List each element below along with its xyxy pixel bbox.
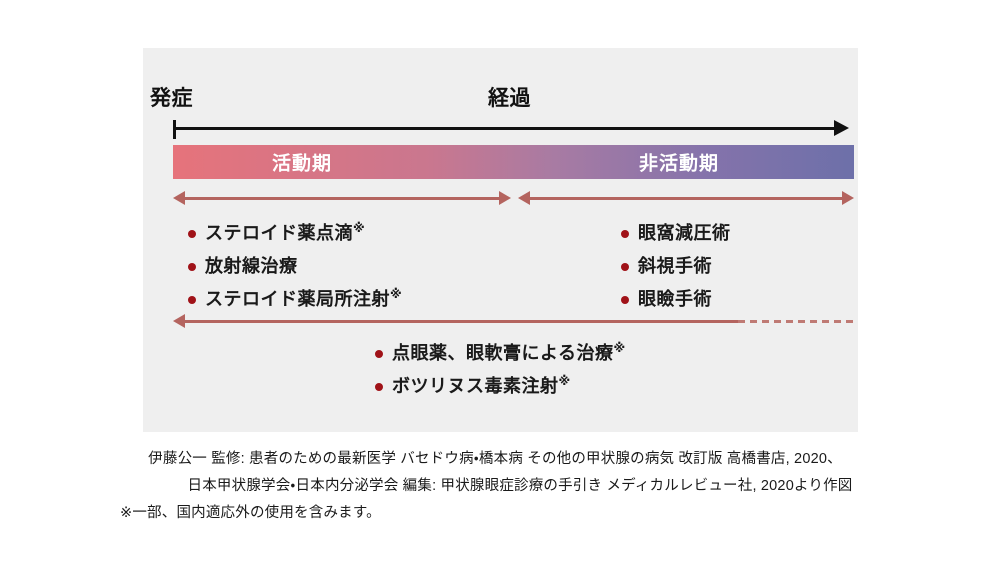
list-item: 斜視手術 — [621, 252, 731, 280]
active-treatment-list: ステロイド薬点滴※ 放射線治療 ステロイド薬局所注射※ — [188, 219, 402, 318]
treatment-label: ステロイド薬点滴 — [205, 223, 353, 243]
arrow-shaft — [527, 197, 845, 200]
left-arrow-icon — [518, 191, 530, 205]
axis-line — [173, 127, 837, 130]
common-treatment-span-arrow — [173, 314, 854, 330]
right-arrow-icon — [842, 191, 854, 205]
footnote-marker: ※ — [558, 374, 571, 389]
footnote-marker: ※ — [613, 341, 626, 355]
treatment-label: 眼窩減圧術 — [638, 223, 731, 243]
common-treatment-list: 点眼薬、眼軟膏による治療※ ボツリヌス毒素注射※ — [375, 339, 626, 405]
list-item: ステロイド薬局所注射※ — [188, 285, 402, 313]
phase-gradient-bar: 活動期 非活動期 — [173, 145, 854, 179]
right-arrow-icon — [499, 191, 511, 205]
treatment-label: 放射線治療 — [205, 256, 298, 277]
phase-label-active: 活動期 — [272, 153, 333, 175]
figure-caption: 伊藤公一 監修: 患者のための最新医学 バセドウ病・橋本病 その他の甲状腺の病気… — [0, 446, 1000, 526]
list-item: ボツリヌス毒素注射※ — [375, 372, 626, 400]
inactive-treatment-list: 眼窩減圧術 斜視手術 眼瞼手術 — [621, 219, 731, 318]
treatment-label: ステロイド薬局所注射 — [205, 289, 390, 310]
caption-line-2: 日本甲状腺学会・日本内分泌学会 編集: 甲状腺眼症診療の手引き メディカルレビュ… — [187, 477, 853, 494]
left-arrow-icon — [173, 191, 185, 205]
active-phase-span-arrow — [173, 191, 511, 207]
treatment-label: 斜視手術 — [638, 256, 712, 277]
treatment-label: 眼瞼手術 — [638, 289, 712, 310]
treatment-label: 点眼薬、眼軟膏による治療 — [392, 343, 614, 363]
arrow-shaft-dashed — [738, 320, 854, 323]
course-label: 経過 — [488, 87, 531, 110]
list-item: 点眼薬、眼軟膏による治療※ — [375, 339, 626, 367]
caption-line-1: 伊藤公一 監修: 患者のための最新医学 バセドウ病・橋本病 その他の甲状腺の病気… — [148, 451, 842, 467]
phase-label-inactive: 非活動期 — [639, 153, 720, 175]
list-item: 眼窩減圧術 — [621, 219, 731, 247]
inactive-phase-span-arrow — [518, 191, 854, 207]
list-item: ステロイド薬点滴※ — [188, 219, 402, 247]
right-arrow-icon — [834, 120, 849, 136]
arrow-shaft — [182, 197, 502, 200]
figure-panel: 発症 経過 活動期 非活動期 ステロイド薬点滴※ 放射線治療 ステロイド薬局所注… — [143, 48, 858, 432]
treatment-label: ボツリヌス毒素注射 — [392, 376, 559, 397]
onset-label: 発症 — [150, 87, 193, 110]
list-item: 放射線治療 — [188, 252, 402, 280]
left-arrow-icon — [173, 314, 185, 328]
footnote-marker: ※ — [390, 287, 403, 302]
list-item: 眼瞼手術 — [621, 285, 731, 313]
arrow-shaft-solid — [182, 320, 738, 323]
caption-line-3: ※一部、国内適応外の使用を含みます。 — [120, 504, 381, 521]
timeline-axis — [173, 112, 853, 139]
footnote-marker: ※ — [353, 221, 366, 235]
